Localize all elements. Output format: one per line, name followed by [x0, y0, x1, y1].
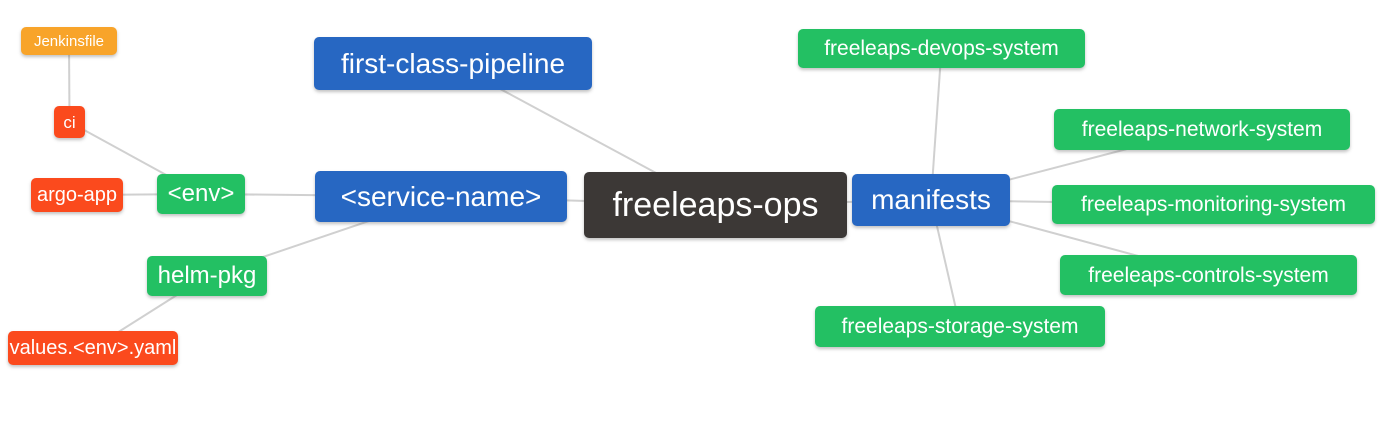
mindmap-node-values-env-yaml[interactable]: values.<env>.yaml: [8, 331, 178, 365]
mindmap-node-freeleaps-devops-system[interactable]: freeleaps-devops-system: [798, 29, 1085, 68]
mindmap-node-freeleaps-storage-system[interactable]: freeleaps-storage-system: [815, 306, 1105, 347]
mindmap-node-first-class-pipeline[interactable]: first-class-pipeline: [314, 37, 592, 90]
mindmap-node-argo-app[interactable]: argo-app: [31, 178, 123, 212]
mindmap-node-manifests[interactable]: manifests: [852, 174, 1010, 226]
mindmap-node-freeleaps-ops[interactable]: freeleaps-ops: [584, 172, 847, 238]
mindmap-node-freeleaps-monitoring-system[interactable]: freeleaps-monitoring-system: [1052, 185, 1375, 224]
mindmap-node-freeleaps-network-system[interactable]: freeleaps-network-system: [1054, 109, 1350, 150]
mindmap-node-service-name[interactable]: <service-name>: [315, 171, 567, 222]
mindmap-node-jenkinsfile[interactable]: Jenkinsfile: [21, 27, 117, 55]
mindmap-node-ci[interactable]: ci: [54, 106, 85, 138]
mindmap-node-helm-pkg[interactable]: helm-pkg: [147, 256, 267, 296]
mindmap-node-freeleaps-controls-system[interactable]: freeleaps-controls-system: [1060, 255, 1357, 295]
mindmap-node-env[interactable]: <env>: [157, 174, 245, 214]
